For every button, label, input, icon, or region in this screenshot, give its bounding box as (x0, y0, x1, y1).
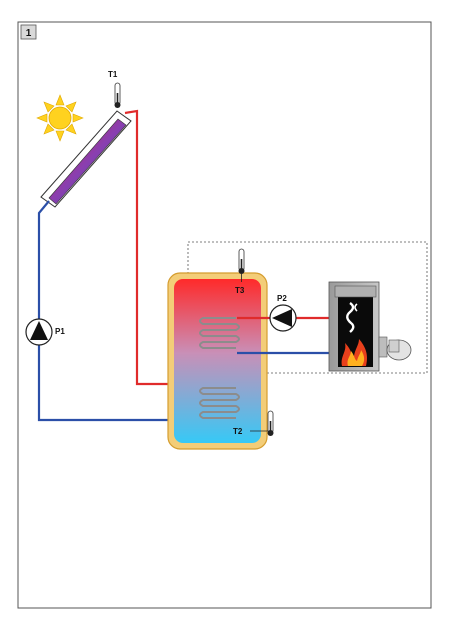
figure-number: 1 (26, 28, 32, 39)
figure-number-badge: 1 (20, 24, 37, 40)
storage-tank (167, 272, 268, 450)
label-t3: T3 (235, 286, 245, 295)
label-t1: T1 (108, 70, 118, 79)
burner-unit (378, 336, 412, 361)
thermometer-t1: T1 (108, 70, 121, 108)
page-border (17, 21, 432, 609)
thermometer-t2: T2 (233, 410, 274, 436)
solar-cold-pipe (37, 200, 199, 422)
flame-icon (341, 339, 368, 366)
boiler-unit (328, 281, 412, 372)
pump-p1: P1 (25, 318, 65, 346)
thermometer-t3: T3 (235, 248, 245, 295)
smoke-icon (346, 302, 355, 333)
solar-collector (40, 110, 132, 208)
sun-icon (36, 94, 84, 142)
label-t2: T2 (233, 427, 243, 436)
label-p2: P2 (277, 294, 287, 303)
upper-heat-exchanger-coil (199, 317, 240, 349)
pump-p2: P2 (269, 294, 297, 332)
boiler-circuit-boundary (187, 241, 428, 374)
lower-heat-exchanger-coil (199, 387, 240, 419)
label-p1: P1 (55, 327, 65, 336)
